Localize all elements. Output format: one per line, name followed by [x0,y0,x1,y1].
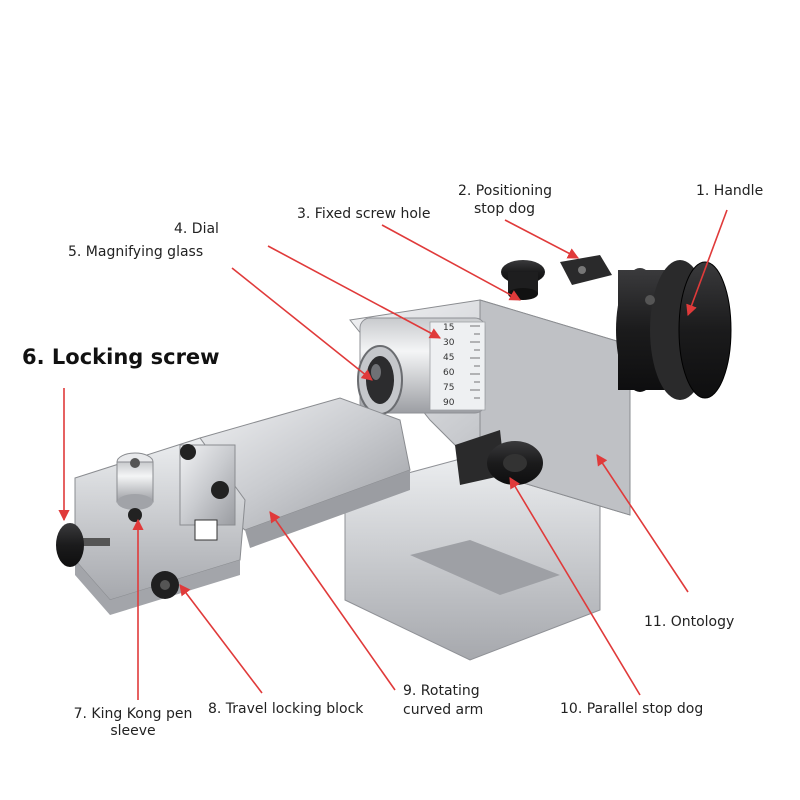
arrow-ontology [596,454,689,593]
label-travel-locking-block: 8. Travel locking block [208,701,364,717]
dial-mark-15: 15 [443,323,454,333]
label-magnifying-glass: 5. Magnifying glass [68,244,204,260]
dial-mark-75: 75 [443,383,454,393]
dial-mark-60: 60 [443,368,455,378]
dial-scale [470,325,480,399]
arrow-dial [267,245,441,339]
label-handle: 1. Handle [696,183,764,199]
label-pen-sleeve-1: 7. King Kong pen [73,706,193,722]
dial-mark-90: 90 [443,398,455,408]
label-positioning-2: stop dog [474,201,536,217]
label-fixed-screw-hole: 3. Fixed screw hole [297,206,431,222]
arrow-magnifier [231,267,373,381]
arrow-fixed-hole [381,224,521,301]
label-ontology: 11. Ontology [644,614,735,630]
bolt-2 [211,481,229,499]
label-locking-screw: 6. Locking screw [22,345,220,369]
base-slot [410,540,560,595]
arrow-handle [686,209,728,317]
label-pen-sleeve-2: sleeve [110,723,156,739]
arrow-parallel-dog [509,477,641,696]
arrow-stop-dog [504,219,579,259]
arrow-rotating-arm [269,511,396,691]
locking-screw-knob [56,523,84,567]
label-rotating-2: curved arm [403,702,484,718]
callout-arrows [58,209,728,700]
label-parallel-stop-dog: 10. Parallel stop dog [560,701,704,717]
label-rotating-1: 9. Rotating [403,683,480,699]
label-dial: 4. Dial [174,221,219,237]
label-positioning-1: 2. Positioning [458,183,552,199]
handle-knob [678,261,732,399]
arrow-locking-block [179,584,263,694]
bolt-1 [180,444,196,460]
dial-mark-30: 30 [443,338,455,348]
dial-mark-45: 45 [443,353,454,363]
locking-screw-shaft [80,538,110,546]
